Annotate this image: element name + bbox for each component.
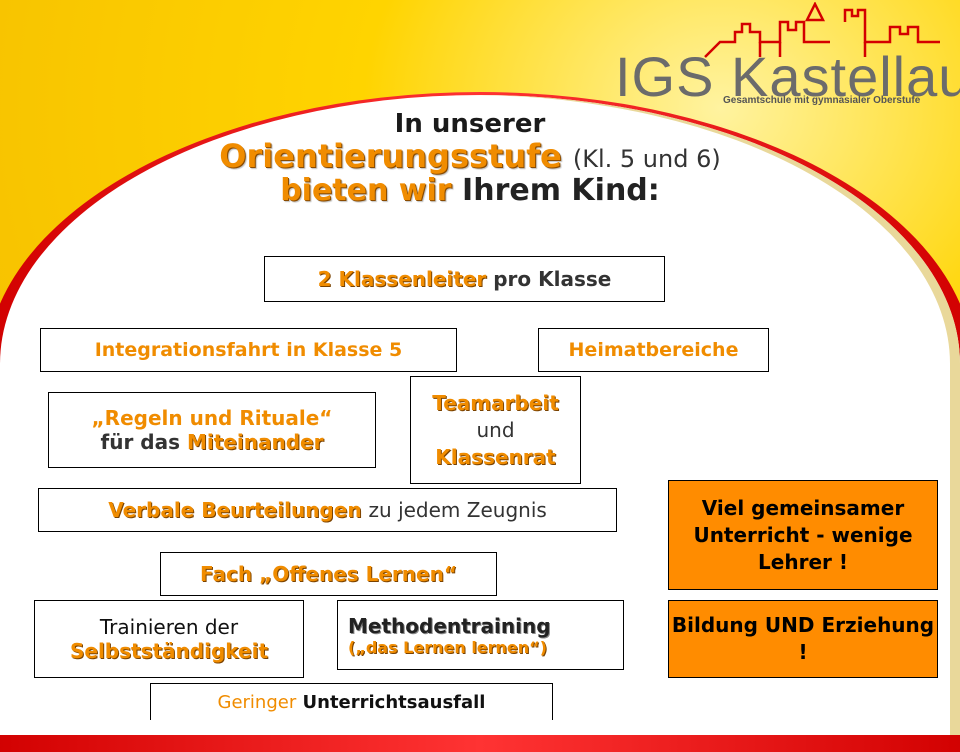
heading-line-3: bieten wir Ihrem Kind: (170, 174, 770, 207)
regeln-line-2-highlight: Miteinander (186, 430, 324, 454)
heading-grade-range: (Kl. 5 und 6) (572, 144, 721, 173)
heading-plain-ihrem-kind: Ihrem Kind: (462, 172, 660, 208)
box-fach-offenes-lernen: Fach „Offenes Lernen“ (160, 552, 497, 596)
heading-highlight-orientierungsstufe: Orientierungsstufe (219, 136, 562, 175)
box-klassenleiter: 2 Klassenleiter pro Klasse (264, 256, 665, 302)
box-viel-gemeinsamer-unterricht: Viel gemeinsamer Unterricht - wenige Leh… (668, 480, 938, 590)
box-bildung-und-erziehung: Bildung UND Erziehung ! (668, 600, 938, 678)
verbale-text: zu jedem Zeugnis (368, 498, 547, 522)
teamarbeit-line-1: Teamarbeit (432, 390, 559, 415)
heimatbereiche-text: Heimatbereiche (568, 339, 739, 361)
box-methodentraining: Methodentraining („das Lernen lernen“) (337, 600, 624, 670)
regeln-line-2-plain: für das (100, 430, 181, 454)
bildung-text: Bildung UND Erziehung ! (671, 613, 935, 664)
page-heading: In unserer Orientierungsstufe (Kl. 5 und… (170, 110, 770, 207)
box-integrationsfahrt: Integrationsfahrt in Klasse 5 (40, 328, 457, 372)
box-verbale-beurteilungen: Verbale Beurteilungen zu jedem Zeugnis (38, 488, 617, 532)
trainieren-line-1: Trainieren der (99, 615, 239, 639)
box-regeln: „Regeln und Rituale“ für das Miteinander (48, 392, 376, 468)
trainieren-line-2: Selbstständigkeit (69, 639, 269, 663)
box-geringer-unterrichtsausfall: Geringer Unterrichtsausfall (150, 683, 553, 720)
verbale-highlight: Verbale Beurteilungen (108, 498, 362, 522)
geringer-highlight: Geringer (217, 691, 297, 713)
fach-text: Fach „Offenes Lernen“ (200, 562, 457, 586)
heading-line-2: Orientierungsstufe (Kl. 5 und 6) (170, 136, 770, 175)
klassenleiter-highlight: 2 Klassenleiter (317, 267, 487, 291)
klassenleiter-text: pro Klasse (493, 267, 612, 291)
teamarbeit-line-2: und (476, 417, 515, 442)
box-trainieren: Trainieren der Selbstständigkeit (34, 600, 304, 678)
castle-icon (704, 2, 940, 58)
heading-line-1: In unserer (394, 109, 546, 139)
box-teamarbeit: Teamarbeit und Klassenrat (410, 376, 581, 484)
box-heimatbereiche: Heimatbereiche (538, 328, 769, 372)
logo-title: IGS Kastellaun (615, 45, 960, 108)
viel-gemeinsamer-text: Viel gemeinsamer Unterricht - wenige Leh… (693, 495, 913, 574)
methoden-line-2: („das Lernen lernen“) (348, 637, 547, 657)
heading-highlight-bieten: bieten wir (280, 172, 452, 208)
methoden-line-1: Methodentraining (348, 613, 551, 638)
teamarbeit-line-3: Klassenrat (435, 444, 556, 469)
school-logo: IGS Kastellaun Gesamtschule mit gymnasia… (615, 0, 960, 118)
geringer-text: Unterrichtsausfall (302, 691, 486, 713)
regeln-line-1: „Regeln und Rituale“ (91, 406, 333, 430)
logo-subtitle: Gesamtschule mit gymnasialer Oberstufe (723, 95, 921, 106)
integrationsfahrt-text: Integrationsfahrt in Klasse 5 (94, 339, 403, 361)
